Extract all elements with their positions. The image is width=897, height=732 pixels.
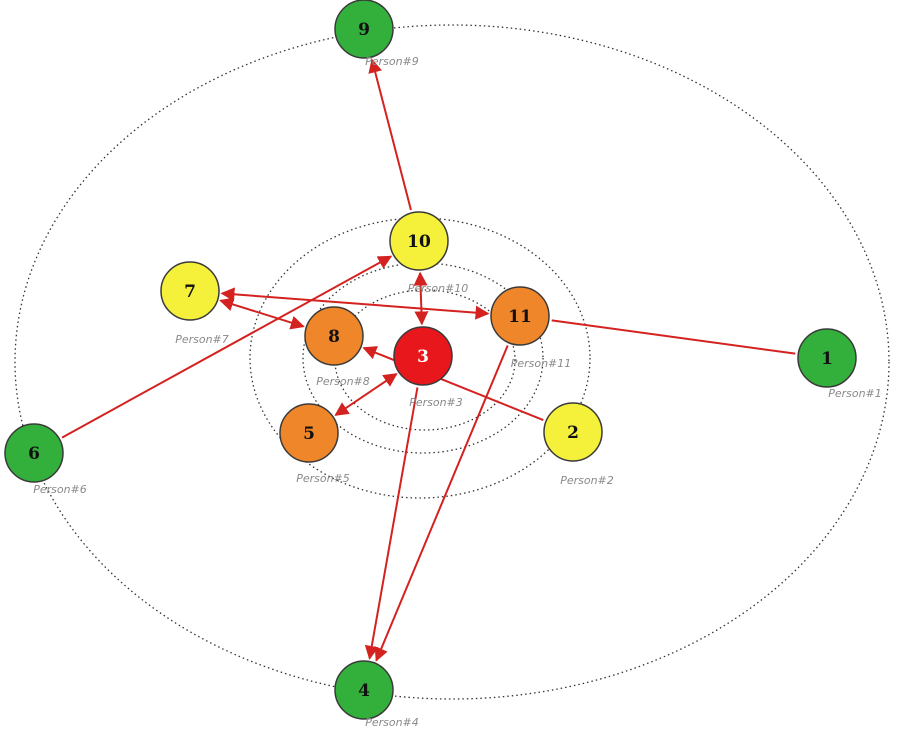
edge-7-11: [220, 287, 490, 320]
node-number: 5: [303, 424, 315, 444]
edge-3-4: [364, 387, 419, 660]
node-label: Person#4: [365, 716, 419, 729]
node-circle: [389, 211, 449, 271]
edge-7-8: [219, 297, 305, 330]
node-number: 4: [358, 681, 370, 701]
edges: [61, 58, 796, 662]
ring-outer: [14, 24, 890, 700]
node-circle: [797, 328, 857, 388]
ring-2: [302, 262, 544, 454]
node-circle: [160, 261, 220, 321]
node-number: 8: [328, 327, 340, 347]
node-number: 11: [508, 307, 532, 327]
node-label: Person#6: [33, 483, 87, 496]
node-circle: [543, 402, 603, 462]
node-number: 9: [358, 20, 370, 40]
node-label: Person#10: [408, 282, 469, 295]
edge-10-3: [413, 271, 429, 326]
ring-1: [334, 289, 516, 431]
edge-1-11: [551, 319, 796, 355]
node-number: 7: [184, 282, 196, 302]
node-label: Person#2: [560, 474, 614, 487]
ring-3: [249, 217, 591, 499]
node-circle: [334, 0, 394, 59]
node-circle: [304, 306, 364, 366]
node-number: 6: [28, 444, 40, 464]
edge-11-4: [374, 345, 509, 662]
edge-5-3: [334, 373, 398, 416]
edge-10-9: [368, 58, 412, 211]
node-label: Person#11: [511, 357, 572, 370]
node-label: Person#1: [828, 387, 882, 400]
edge-6-10: [61, 255, 393, 439]
node-label: Person#7: [175, 333, 229, 346]
node-number: 10: [407, 232, 431, 252]
node-circle: [4, 423, 64, 483]
node-circle: [490, 286, 550, 346]
nodes: 1Person#12Person#23Person#34Person#45Per…: [4, 0, 882, 729]
concentric-rings: [14, 24, 890, 700]
node-circle: [393, 326, 453, 386]
node-circle: [334, 660, 394, 720]
node-circle: [279, 403, 339, 463]
node-number: 1: [821, 349, 833, 369]
node-label: Person#3: [409, 396, 463, 409]
node-label: Person#9: [365, 55, 419, 68]
node-label: Person#8: [316, 375, 370, 388]
node-label: Person#5: [296, 472, 350, 485]
node-number: 2: [567, 423, 579, 443]
node-number: 3: [417, 347, 429, 367]
